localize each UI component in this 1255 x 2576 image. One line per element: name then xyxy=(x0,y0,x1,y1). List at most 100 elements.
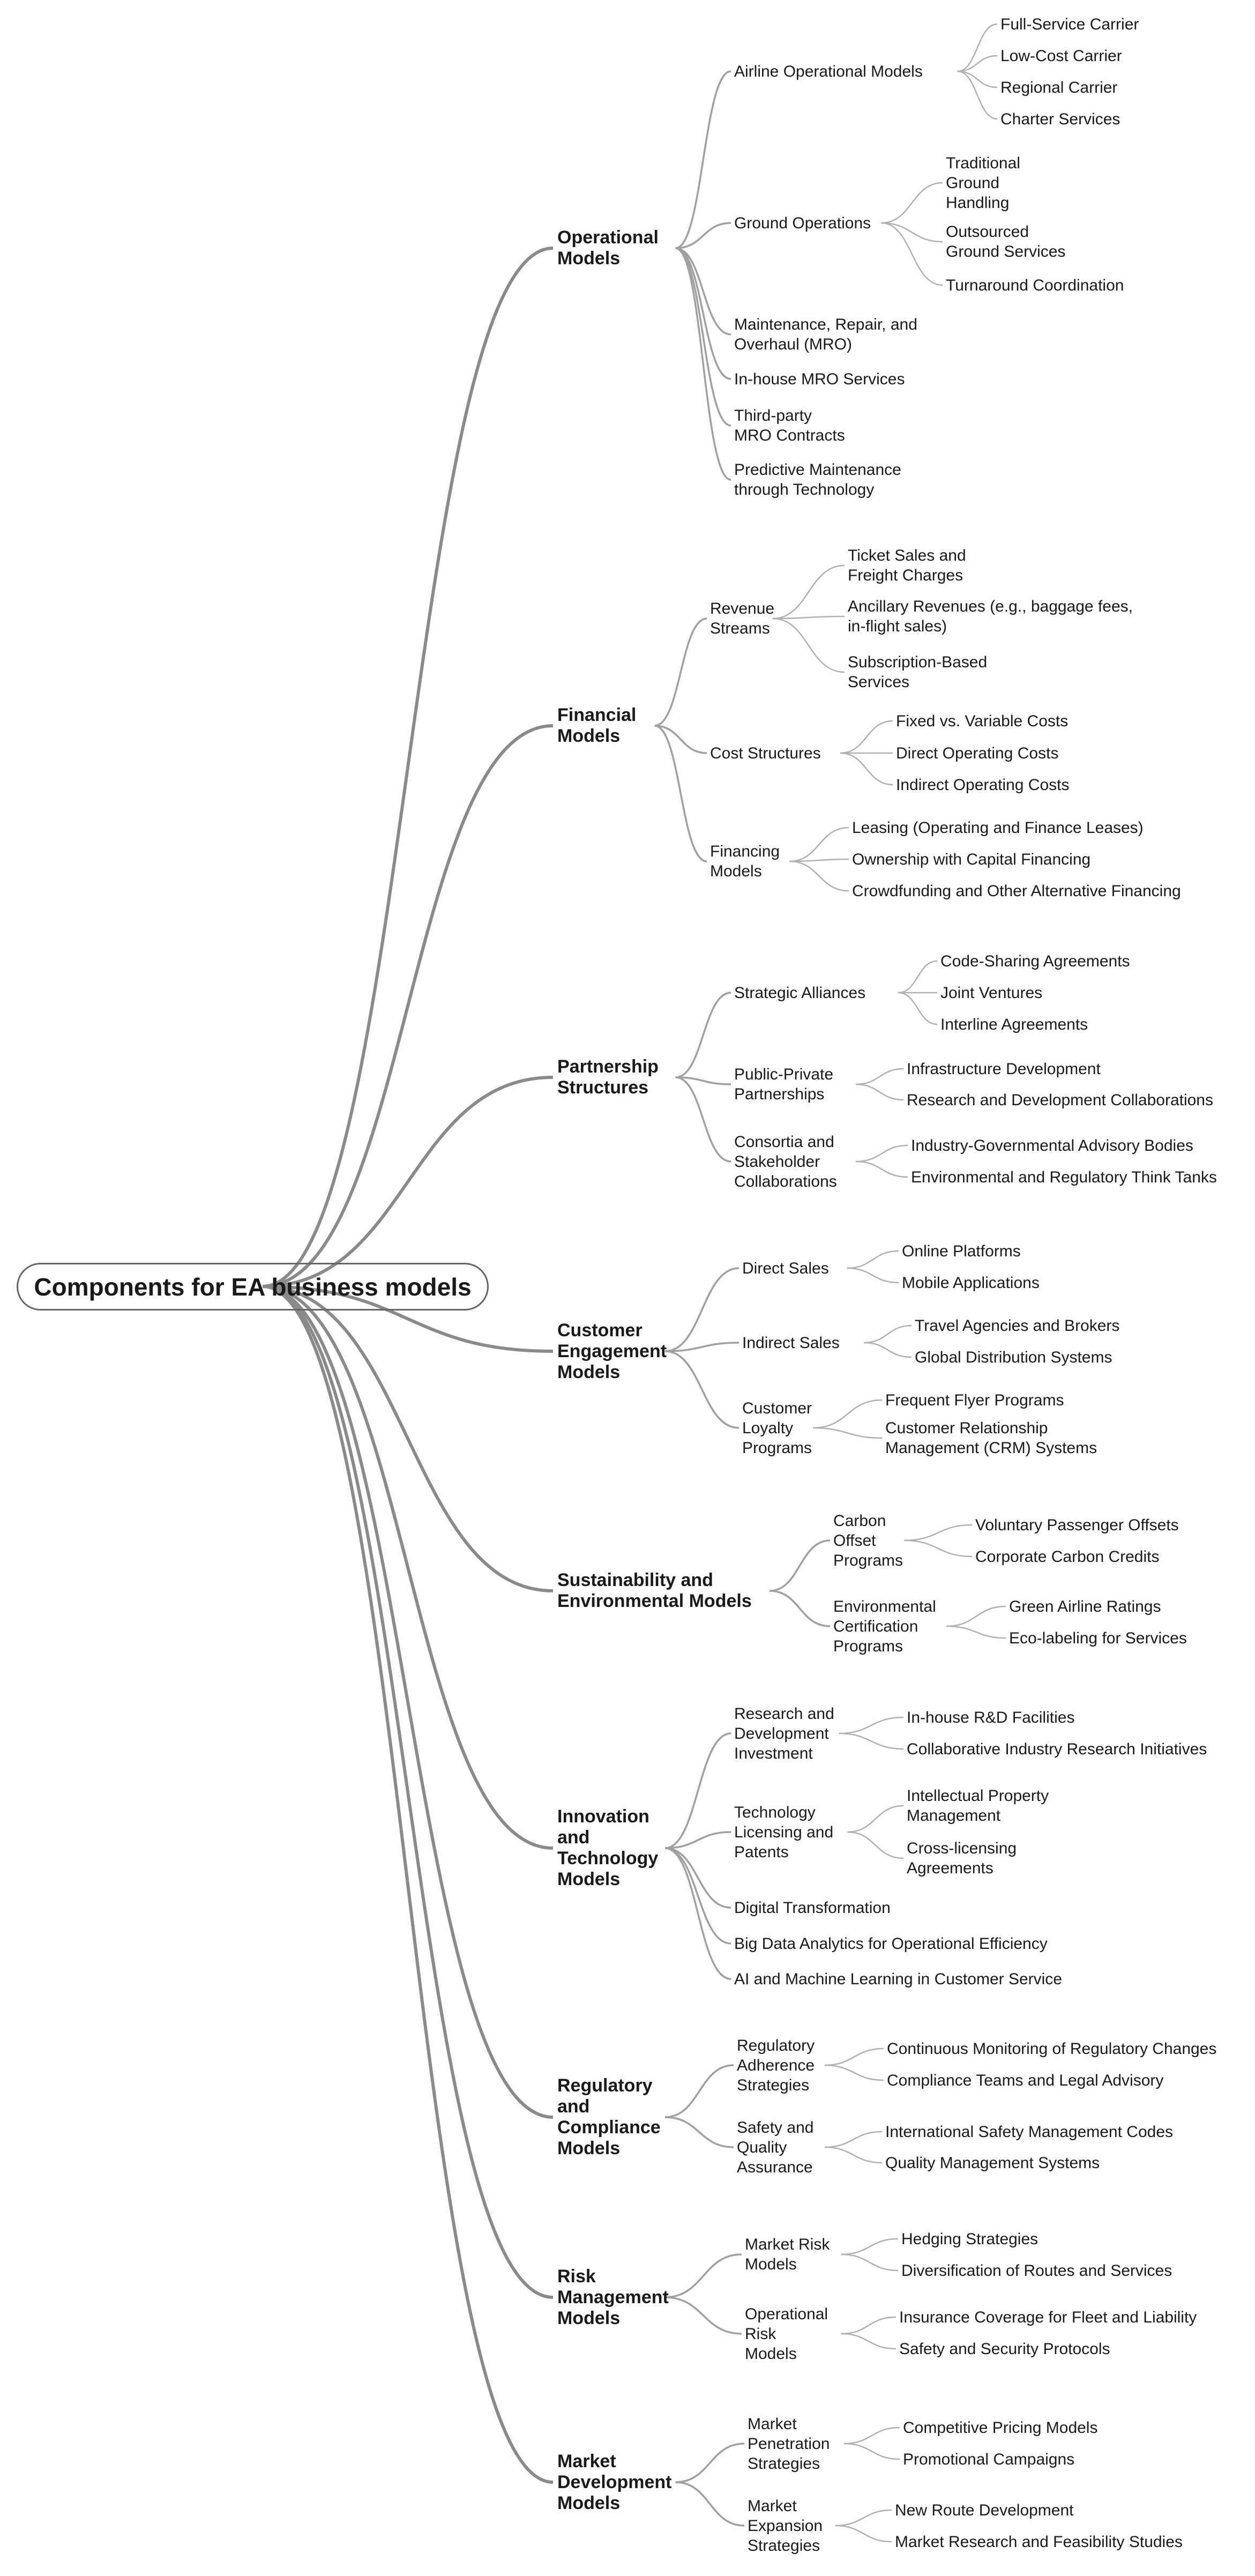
leaf-node[interactable]: Continuous Monitoring of Regulatory Chan… xyxy=(887,2039,1216,2059)
leaf-node[interactable]: Insurance Coverage for Fleet and Liabili… xyxy=(899,2307,1197,2327)
sub-branch-node[interactable]: Big Data Analytics for Operational Effic… xyxy=(734,1934,1048,1954)
leaf-node[interactable]: Travel Agencies and Brokers xyxy=(915,1316,1119,1336)
leaf-node[interactable]: Direct Operating Costs xyxy=(896,743,1058,763)
leaf-node[interactable]: Fixed vs. Variable Costs xyxy=(896,711,1068,731)
leaf-node[interactable]: Joint Ventures xyxy=(940,983,1042,1003)
sub-branch-node[interactable]: Airline Operational Models xyxy=(734,62,923,81)
leaf-node[interactable]: Environmental and Regulatory Think Tanks xyxy=(911,1167,1217,1187)
leaf-node[interactable]: Eco-labeling for Services xyxy=(1009,1628,1187,1648)
leaf-node[interactable]: Ownership with Capital Financing xyxy=(852,850,1090,869)
leaf-node[interactable]: Hedging Strategies xyxy=(901,2229,1038,2249)
leaf-node[interactable]: In-house R&D Facilities xyxy=(907,1708,1074,1728)
leaf-node[interactable]: New Route Development xyxy=(895,2500,1074,2520)
leaf-node[interactable]: Code-Sharing Agreements xyxy=(940,951,1130,971)
branch-node-line: Operational xyxy=(557,227,659,248)
branch-node-line: Sustainability and xyxy=(557,1570,713,1590)
leaf-node[interactable]: Ancillary Revenues (e.g., baggage fees,i… xyxy=(848,597,1133,636)
leaf-node[interactable]: Market Research and Feasibility Studies xyxy=(895,2532,1183,2552)
leaf-node[interactable]: Corporate Carbon Credits xyxy=(975,1547,1160,1567)
leaf-node[interactable]: Leasing (Operating and Finance Leases) xyxy=(852,818,1144,838)
leaf-node[interactable]: Mobile Applications xyxy=(902,1273,1040,1293)
branch-node-line: Regulatory xyxy=(557,2075,653,2096)
leaf-node[interactable]: Infrastructure Development xyxy=(907,1059,1101,1079)
leaf-node-line: Crowdfunding and Other Alternative Finan… xyxy=(852,882,1181,900)
leaf-node[interactable]: Indirect Operating Costs xyxy=(896,775,1069,795)
sub-branch-node-line: Technology xyxy=(734,1803,816,1821)
sub-branch-node[interactable]: Ground Operations xyxy=(734,213,871,233)
leaf-node[interactable]: Full-Service Carrier xyxy=(1000,14,1139,34)
leaf-connector xyxy=(864,1342,912,1358)
leaf-node[interactable]: Research and Development Collaborations xyxy=(907,1090,1213,1110)
sub-branch-node[interactable]: AI and Machine Learning in Customer Serv… xyxy=(734,1969,1062,1989)
leaf-node[interactable]: Regional Carrier xyxy=(1000,78,1117,98)
leaf-node[interactable]: Promotional Campaigns xyxy=(903,2450,1074,2469)
leaf-connector xyxy=(840,752,893,786)
leaf-node[interactable]: Diversification of Routes and Services xyxy=(901,2261,1172,2281)
leaf-node[interactable]: Voluntary Passenger Offsets xyxy=(975,1515,1179,1535)
leaf-node[interactable]: Safety and Security Protocols xyxy=(899,2339,1110,2359)
leaf-node-line: Research and Development Collaborations xyxy=(907,1091,1213,1109)
leaf-node[interactable]: Online Platforms xyxy=(902,1241,1021,1261)
leaf-node[interactable]: International Safety Management Codes xyxy=(885,2122,1173,2142)
leaf-node[interactable]: Global Distribution Systems xyxy=(915,1347,1112,1367)
leaf-node[interactable]: Compliance Teams and Legal Advisory xyxy=(887,2071,1163,2090)
leaf-node[interactable]: Collaborative Industry Research Initiati… xyxy=(907,1739,1207,1759)
leaf-node-line: Management xyxy=(907,1807,1001,1825)
sub-branch-connector xyxy=(654,725,707,862)
sub-branch-node[interactable]: In-house MRO Services xyxy=(734,369,905,389)
leaf-node[interactable]: Green Airline Ratings xyxy=(1009,1597,1161,1617)
leaf-node[interactable]: Industry-Governmental Advisory Bodies xyxy=(911,1136,1193,1156)
leaf-node-line: Turnaround Coordination xyxy=(946,276,1124,294)
sub-branch-node[interactable]: Strategic Alliances xyxy=(734,983,865,1003)
leaf-node[interactable]: Frequent Flyer Programs xyxy=(885,1390,1064,1410)
sub-branch-node[interactable]: Indirect Sales xyxy=(742,1333,840,1353)
leaf-node[interactable]: Interline Agreements xyxy=(940,1015,1088,1034)
sub-branch-node[interactable]: Digital Transformation xyxy=(734,1898,891,1918)
leaf-node[interactable]: Quality Management Systems xyxy=(885,2153,1100,2173)
sub-branch-node[interactable]: Cost Structures xyxy=(710,743,821,763)
leaf-node[interactable]: Competitive Pricing Models xyxy=(903,2418,1097,2438)
leaf-node[interactable]: Charter Services xyxy=(1000,109,1120,129)
leaf-node[interactable]: Low-Cost Carrier xyxy=(1000,46,1122,66)
leaf-node[interactable]: Crowdfunding and Other Alternative Finan… xyxy=(852,881,1181,901)
leaf-node[interactable]: Turnaround Coordination xyxy=(946,276,1124,295)
sub-branch-node-line: Cost Structures xyxy=(710,744,821,762)
leaf-connector xyxy=(898,992,938,1025)
sub-branch-node[interactable]: Direct Sales xyxy=(742,1259,829,1278)
root-node[interactable]: Components for EA business models xyxy=(17,1263,489,1311)
